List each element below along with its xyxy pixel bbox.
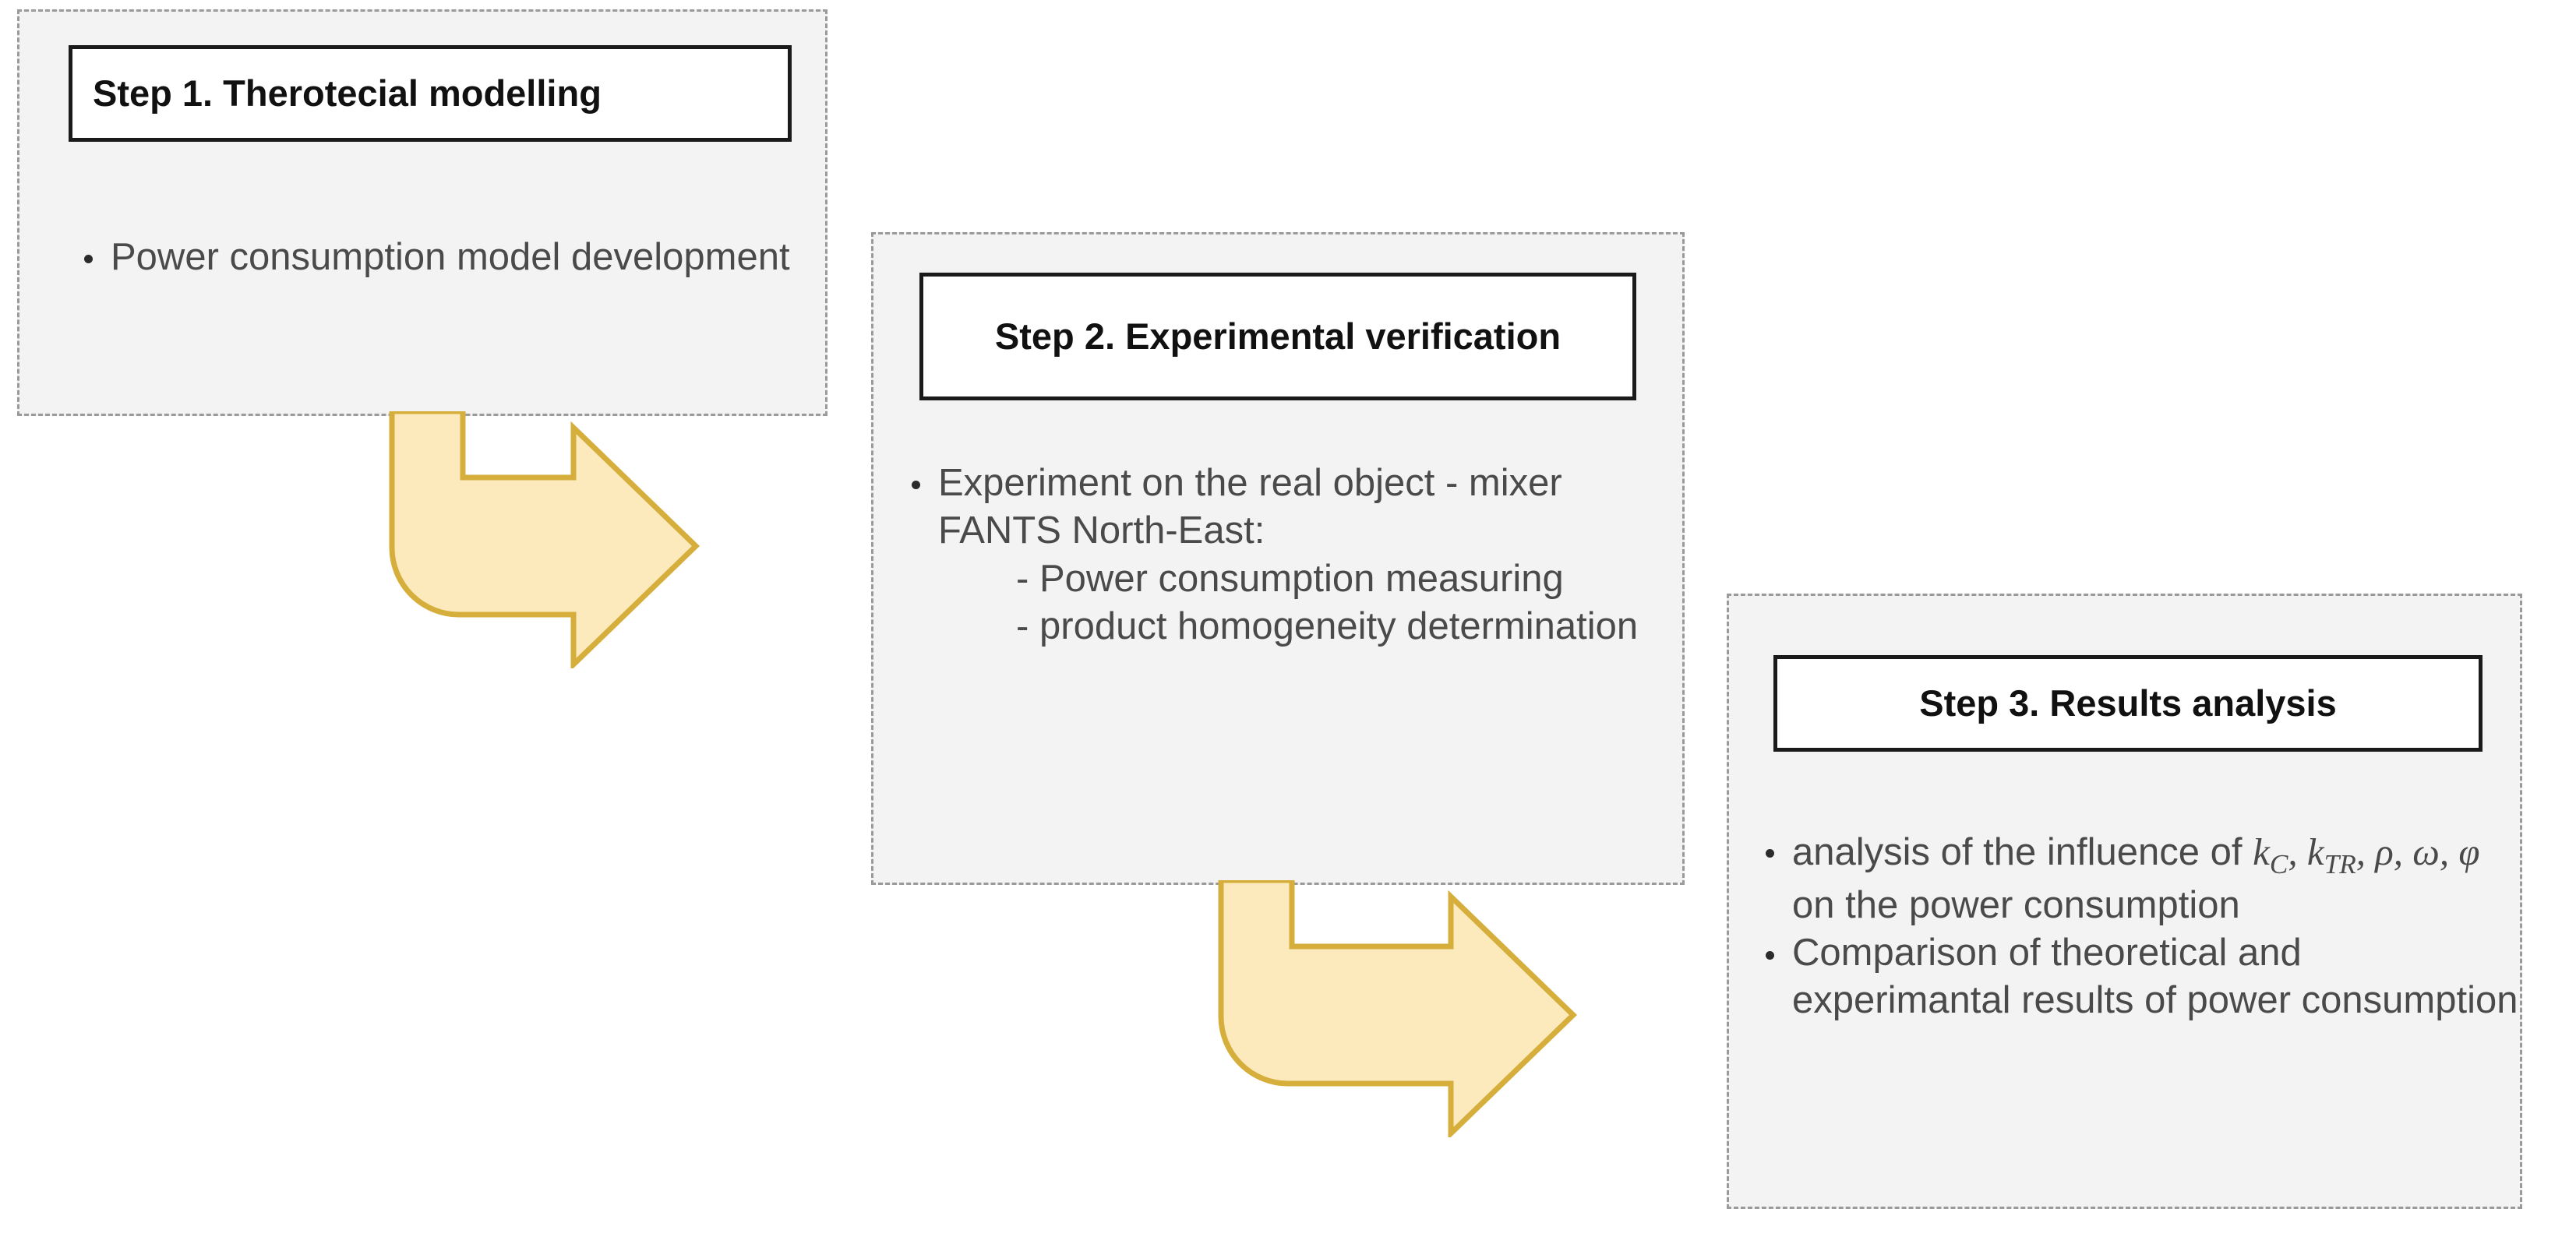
list-item: Power consumption model development bbox=[69, 234, 801, 281]
step-3-bullet-1-prefix: analysis of the influence of bbox=[1792, 831, 2253, 873]
step-3-body: analysis of the influence of kC, kTR, ρ,… bbox=[1750, 828, 2529, 1025]
step-2-title-box: Step 2. Experimental verification bbox=[919, 273, 1636, 400]
step-1-title-text: Step 1. Therotecial modelling bbox=[93, 72, 602, 115]
step-1-body: Power consumption model development bbox=[69, 234, 801, 281]
list-item: analysis of the influence of kC, kTR, ρ,… bbox=[1750, 828, 2529, 929]
step-2-bullet-1-text: Experiment on the real object - mixer FA… bbox=[938, 462, 1562, 552]
arrow-1-shape bbox=[389, 408, 700, 671]
arrow-1-step1-to-step2 bbox=[388, 408, 887, 671]
list-item: Power consumption measuring bbox=[1016, 555, 1683, 604]
step-1-bullet-list: Power consumption model development bbox=[69, 234, 801, 281]
list-item: product homogeneity determination bbox=[1016, 603, 1683, 651]
step-2-bullet-list: Experiment on the real object - mixer FA… bbox=[896, 460, 1683, 650]
step-2-sub-1-text: Power consumption measuring bbox=[1039, 557, 1564, 600]
step-2-sub-list: Power consumption measuring product homo… bbox=[938, 555, 1683, 651]
list-item: Comparison of theoretical and experimant… bbox=[1750, 929, 2529, 1025]
arrow-2-step2-to-step3 bbox=[1217, 877, 1770, 1140]
step-1-bullet-1-text: Power consumption model development bbox=[111, 236, 790, 278]
step-3-bullet-1-symbols: kC, kTR, ρ, ω, φ bbox=[2253, 830, 2480, 879]
step-3-bullet-2-text: Comparison of theoretical and experimant… bbox=[1792, 932, 2518, 1022]
step-3-title-box: Step 3. Results analysis bbox=[1773, 655, 2482, 752]
step-1-title-box: Step 1. Therotecial modelling bbox=[69, 45, 792, 142]
list-item: Experiment on the real object - mixer FA… bbox=[896, 460, 1683, 650]
step-2-sub-2-text: product homogeneity determination bbox=[1039, 604, 1639, 647]
arrow-2-shape bbox=[1218, 877, 1578, 1140]
step-2-body: Experiment on the real object - mixer FA… bbox=[896, 460, 1683, 650]
step-2-title-text: Step 2. Experimental verification bbox=[994, 315, 1561, 358]
step-3-title-text: Step 3. Results analysis bbox=[1919, 682, 2337, 724]
step-3-bullet-1-suffix: on the power consumption bbox=[1792, 883, 2240, 926]
step-3-bullet-list: analysis of the influence of kC, kTR, ρ,… bbox=[1750, 828, 2529, 1025]
